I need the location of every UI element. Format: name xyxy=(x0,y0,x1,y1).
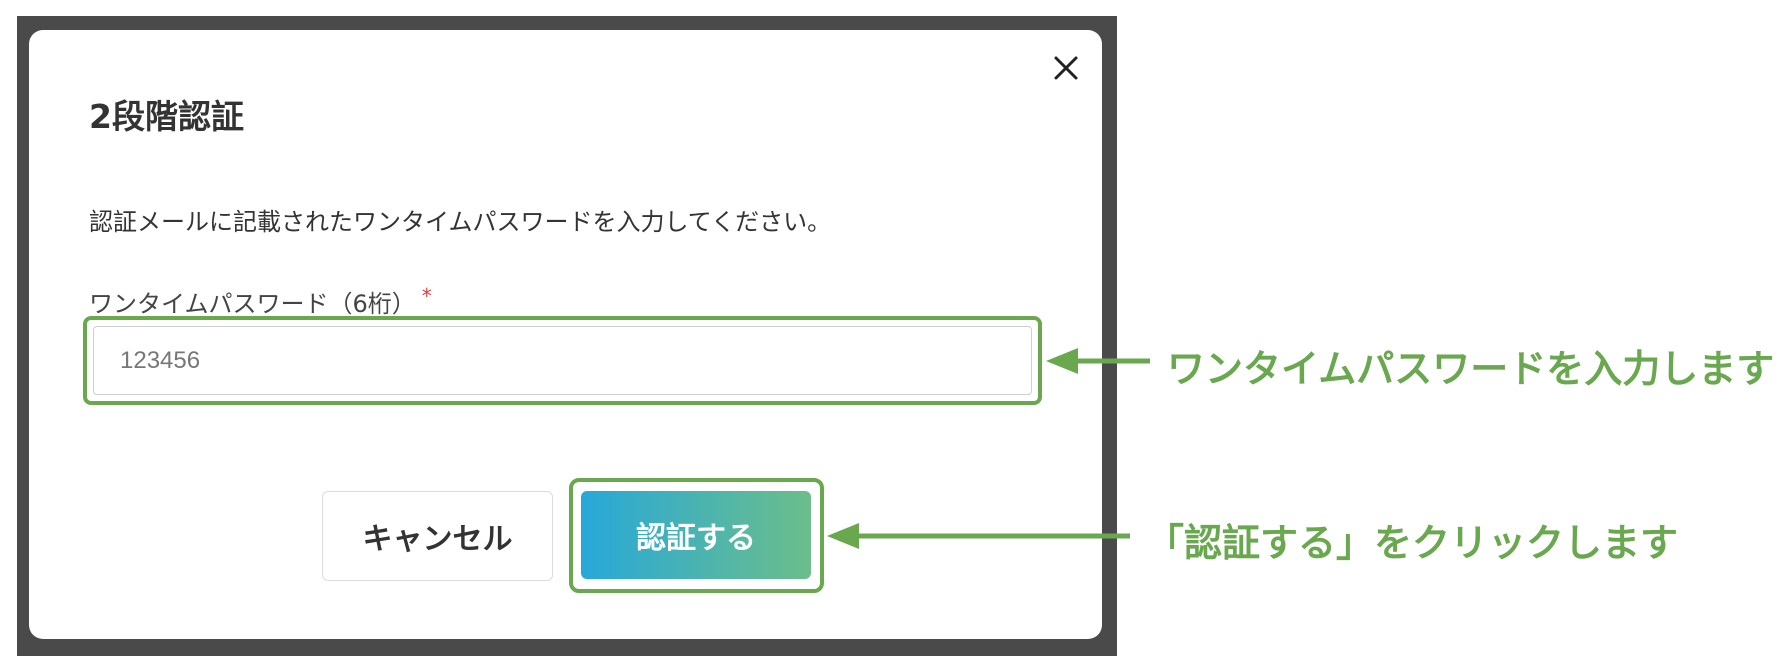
required-mark: * xyxy=(421,284,432,308)
input-annotation: ワンタイムパスワードを入力します xyxy=(1167,347,1775,391)
submit-annotation: 「認証する」をクリックします xyxy=(1146,521,1679,565)
otp-input[interactable] xyxy=(93,326,1032,395)
input-arrow-icon xyxy=(1046,348,1150,374)
close-icon[interactable] xyxy=(1046,48,1086,88)
submit-arrow-icon xyxy=(827,523,1130,549)
cancel-button[interactable]: キャンセル xyxy=(322,491,553,581)
dialog-description: 認証メールに記載されたワンタイムパスワードを入力してください。 xyxy=(89,208,832,236)
otp-field-label: ワンタイムパスワード（6桁）* xyxy=(89,284,432,319)
submit-button[interactable]: 認証する xyxy=(581,491,811,579)
otp-input-highlight xyxy=(83,316,1042,405)
submit-button-highlight xyxy=(569,478,824,593)
otp-field-label-text: ワンタイムパスワード（6桁） xyxy=(89,290,416,318)
dialog-title: 2段階認証 xyxy=(89,97,244,136)
